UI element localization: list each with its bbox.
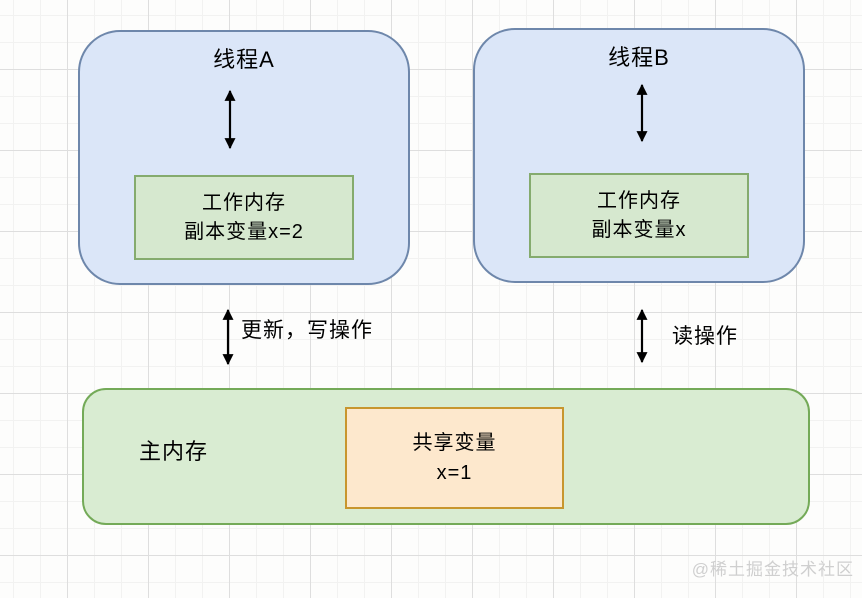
- thread-b-working-memory-line1: 工作内存: [597, 189, 681, 212]
- shared-variable-line2: x=1: [436, 462, 473, 484]
- write-operation-label: 更新，写操作: [241, 319, 373, 342]
- read-operation-label: 读操作: [672, 325, 738, 348]
- thread-a-title: 线程A: [213, 47, 275, 72]
- thread-a-working-memory-line1: 工作内存: [202, 191, 286, 214]
- thread-a-working-memory-line2: 副本变量x=2: [184, 220, 304, 243]
- shared-variable-line1: 共享变量: [412, 432, 497, 454]
- thread-a-working-memory-box: 工作内存 副本变量x=2: [134, 175, 354, 260]
- main-memory-label: 主内存: [139, 439, 209, 464]
- shared-variable-box: 共享变量 x=1: [345, 407, 564, 509]
- thread-b-box: 线程B 工作内存 副本变量x: [473, 28, 805, 283]
- thread-b-working-memory-box: 工作内存 副本变量x: [529, 173, 749, 258]
- thread-b-title: 线程B: [608, 45, 670, 70]
- watermark-text: @稀土掘金技术社区: [691, 560, 854, 579]
- thread-b-working-memory-line2: 副本变量x: [591, 218, 687, 241]
- thread-a-box: 线程A 工作内存 副本变量x=2: [78, 30, 410, 285]
- main-memory-box: 主内存 共享变量 x=1: [82, 388, 810, 525]
